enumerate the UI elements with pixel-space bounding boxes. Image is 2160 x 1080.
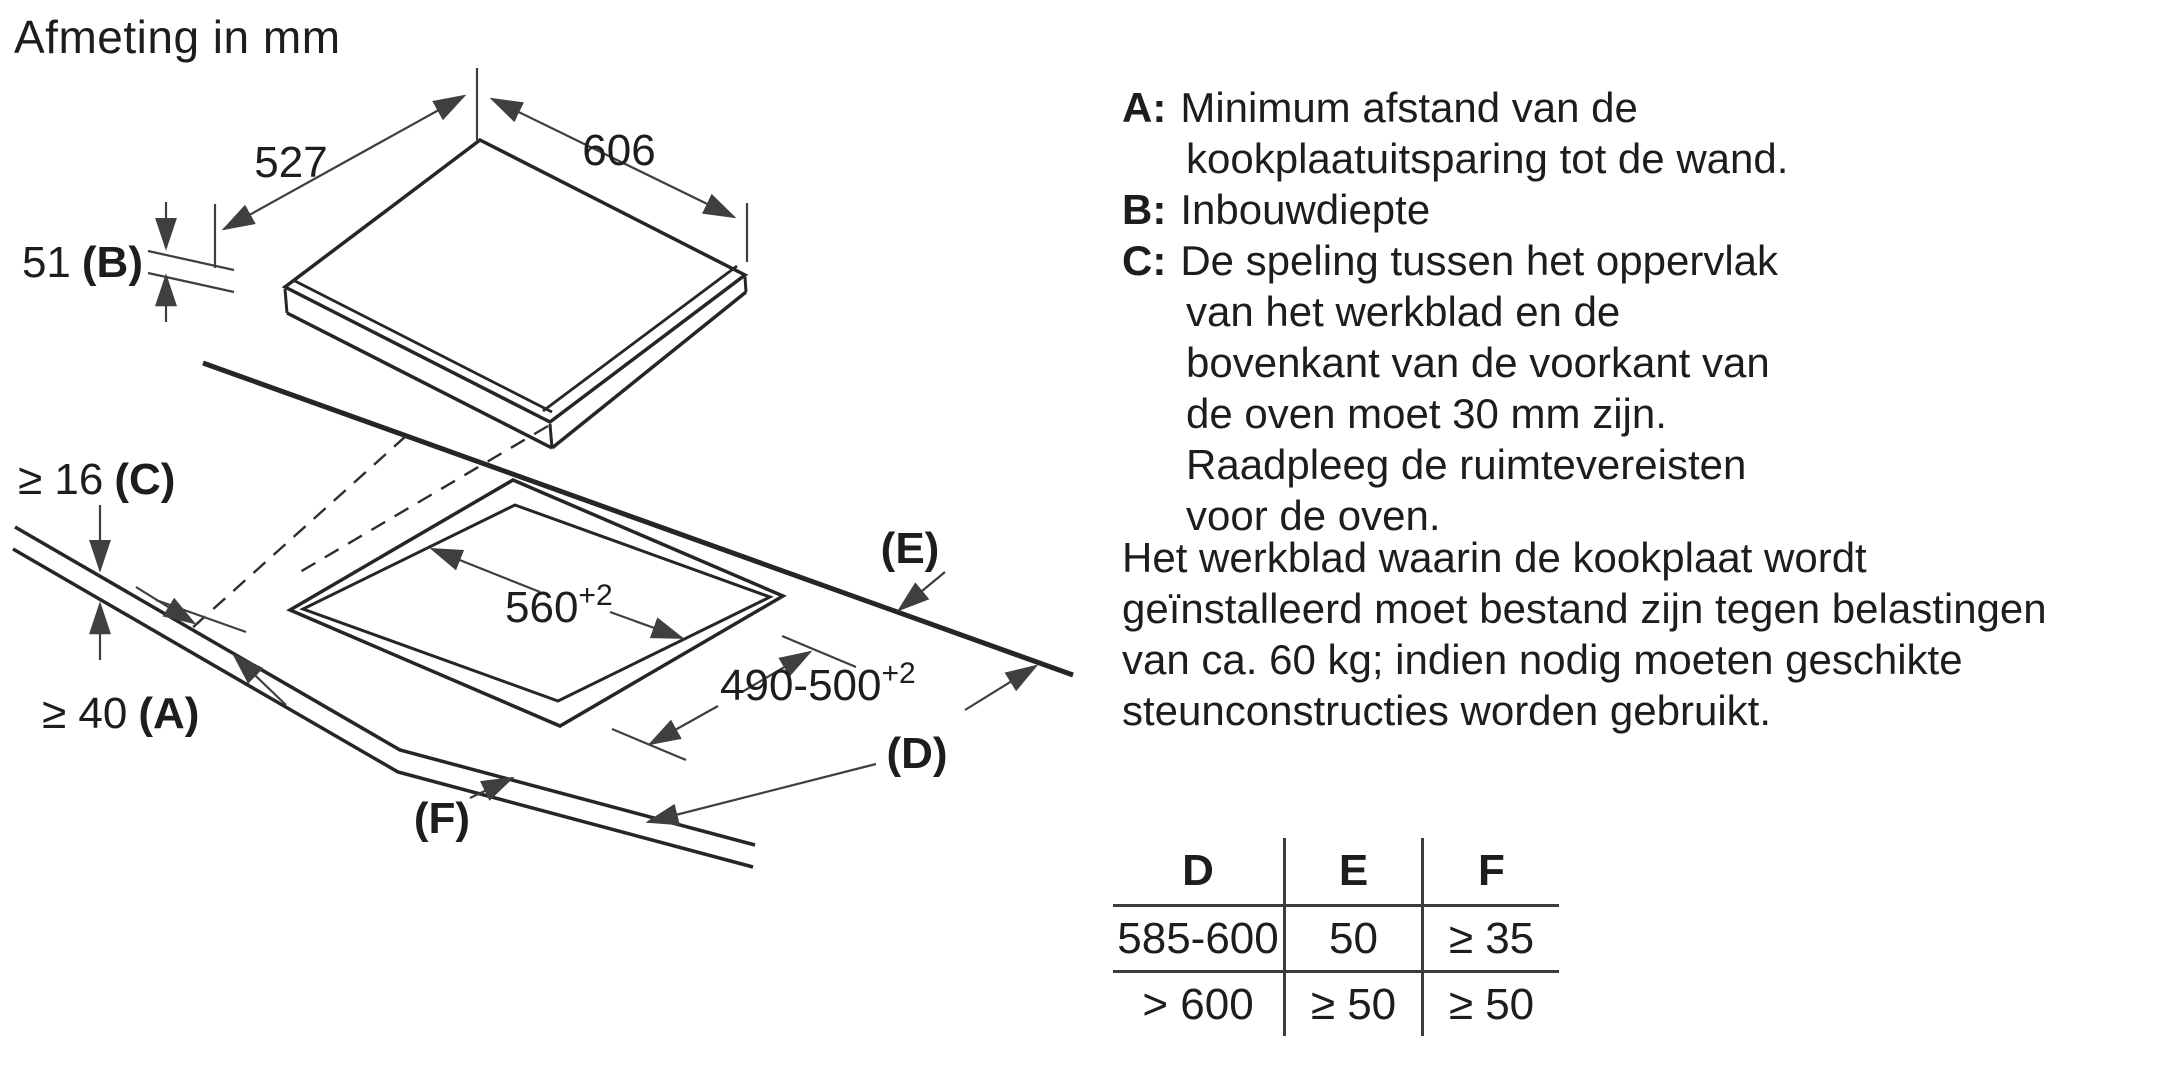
ref-d: [645, 664, 1039, 826]
legend-key-b: B:: [1122, 186, 1167, 233]
cutout-width-label: 560+2: [505, 579, 613, 632]
dim-cutout-depth: [611, 634, 857, 762]
cell-e-1: 50: [1283, 905, 1424, 972]
cell-e-2: ≥ 50: [1283, 970, 1424, 1036]
cell-f-2: ≥ 50: [1422, 970, 1559, 1036]
cutout-depth-label: 490-500+2: [720, 657, 916, 710]
projection-dashed-lines: [190, 424, 549, 630]
dimension-drawing: 527 606 51(B) ≥ 16(C) ≥ 40(A): [12, 68, 1074, 869]
legend-text-c: De speling tussen het oppervlak van het …: [1180, 237, 1779, 539]
ref-e-label: (E): [881, 524, 940, 573]
ref-f-label: (F): [414, 794, 470, 843]
ref-d-label: (D): [886, 729, 947, 778]
col-header-e: E: [1283, 838, 1424, 907]
clearance-table: D E F 585-600 50 ≥ 35 > 600 ≥ 50 ≥ 50: [1113, 838, 1559, 1036]
legend-item-c: C: De speling tussen het oppervlak van he…: [1122, 235, 1822, 541]
legend-key-c: C:: [1122, 237, 1167, 284]
legend-text-b: Inbouwdiepte: [1180, 186, 1431, 233]
col-header-f: F: [1422, 838, 1559, 907]
dim-cutout-width: [429, 547, 685, 640]
dim-clearance-a: [135, 586, 287, 706]
dim-depth-527: [213, 68, 479, 268]
clearance-c-label: ≥ 16(C): [18, 455, 175, 504]
page-title: Afmeting in mm: [14, 11, 341, 63]
worktop-outline: [12, 360, 1074, 869]
dim-height-51: [147, 202, 235, 322]
cell-d-2: > 600: [1113, 970, 1285, 1036]
dim-depth-label: 527: [254, 138, 327, 187]
legend-key-a: A:: [1122, 84, 1167, 131]
dim-width-label: 606: [582, 126, 655, 175]
dim-width-606: [489, 97, 749, 262]
cutout-outline: [286, 478, 787, 728]
clearance-table-header-row: D E F: [1113, 838, 1559, 907]
cooktop-outline: [281, 137, 749, 450]
dim-height-label: 51(B): [22, 238, 143, 287]
legend-item-b: B: Inbouwdiepte: [1122, 184, 1822, 235]
ref-f: [469, 776, 515, 801]
legend-item-a: A: Minimum afstand van de kookplaatuitspa…: [1122, 82, 1822, 184]
worktop-load-note: Het werkblad waarin de kookplaat wordt g…: [1122, 534, 2047, 734]
cell-d-1: 585-600: [1117, 913, 1279, 963]
legend: A: Minimum afstand van de kookplaatuitspa…: [1122, 82, 1822, 541]
legend-text-a: Minimum afstand van de kookplaatuitspari…: [1180, 84, 1789, 182]
table-row: > 600 ≥ 50 ≥ 50: [1113, 970, 1559, 1036]
clearance-a-label: ≥ 40(A): [42, 689, 199, 738]
ref-e: [896, 571, 946, 612]
table-row: 585-600 50 ≥ 35: [1113, 905, 1559, 972]
cell-f-1: ≥ 35: [1448, 913, 1535, 963]
col-header-d: D: [1113, 838, 1285, 907]
